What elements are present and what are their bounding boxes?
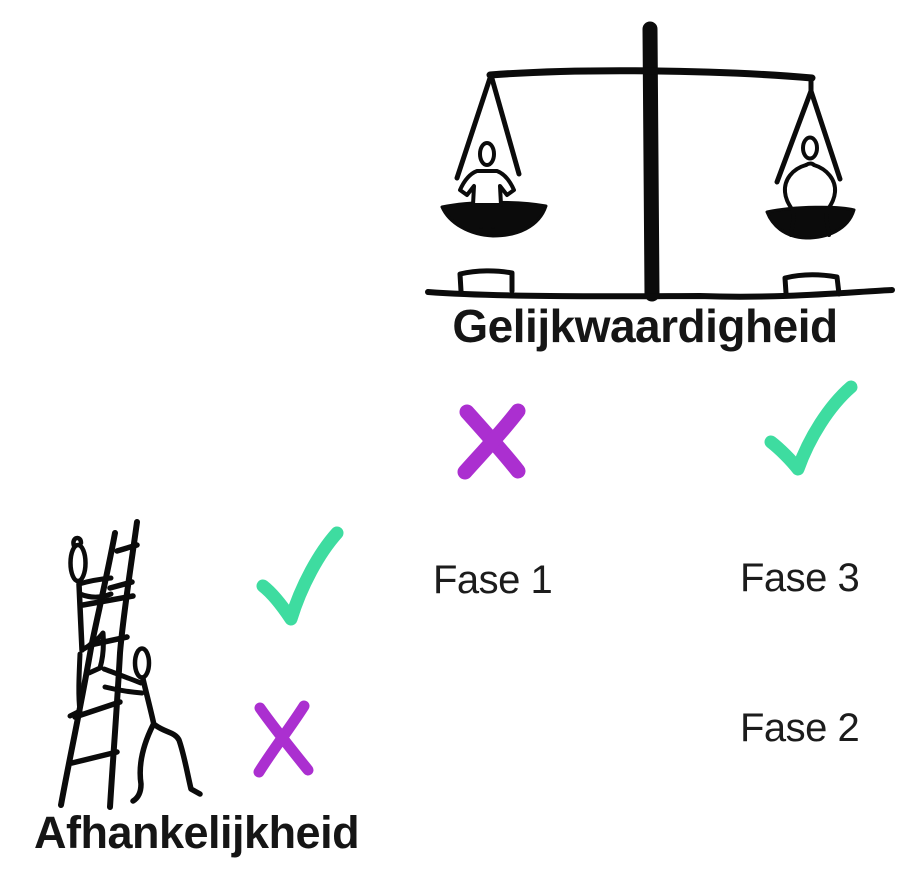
ladder-right-rail <box>107 519 140 810</box>
cross-icon <box>253 700 314 778</box>
scale-ground-line <box>425 287 895 300</box>
ladder-illustration <box>58 519 203 810</box>
scale-right-pan <box>765 205 856 240</box>
person-right <box>782 135 838 237</box>
balance-scale-illustration <box>425 21 895 302</box>
cross-icon <box>457 403 526 480</box>
supporting-person <box>101 646 203 804</box>
check-icon <box>764 380 858 476</box>
scale-beam <box>486 67 816 82</box>
ladder-left-rail <box>58 530 118 808</box>
right-weight-block <box>782 272 842 297</box>
equality-axis-label: Gelijkwaardigheid <box>452 300 838 352</box>
check-icon <box>256 526 344 626</box>
phase-3-label: Fase 3 <box>740 556 860 600</box>
phase-2-label: Fase 2 <box>740 706 860 750</box>
climbing-person <box>67 535 114 719</box>
dependency-axis-label: Afhankelijkheid <box>34 807 360 858</box>
person-left <box>458 141 516 229</box>
phase-1-label: Fase 1 <box>433 558 553 602</box>
left-weight-block <box>457 268 515 294</box>
